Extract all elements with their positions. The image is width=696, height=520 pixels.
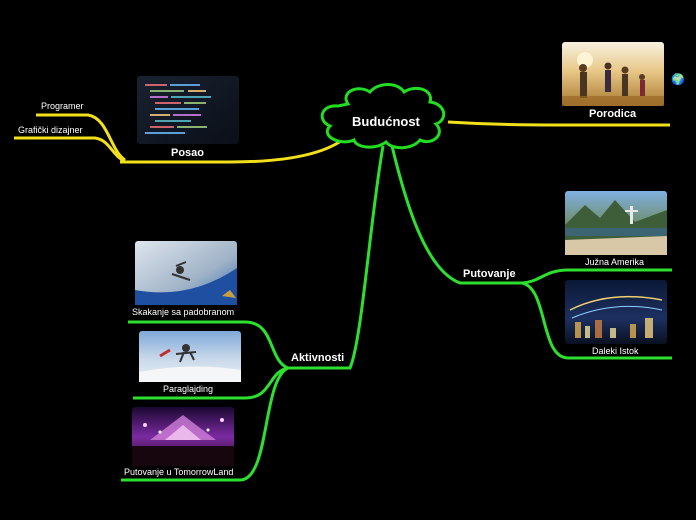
porodica-image: [562, 42, 664, 106]
leaf-label-graficki-dizajner[interactable]: Grafički dizajner: [18, 125, 83, 135]
branch-label-putovanje[interactable]: Putovanje: [463, 268, 516, 280]
central-node-cloud[interactable]: [320, 83, 446, 150]
leaf-label-daleki-istok[interactable]: Daleki Istok: [592, 346, 639, 356]
skakanje-image: [135, 241, 237, 305]
central-node-label[interactable]: Budućnost: [352, 114, 420, 129]
branch-label-aktivnosti[interactable]: Aktivnosti: [291, 352, 345, 364]
paraglajding-image: [139, 331, 241, 382]
leaf-label-juzna-amerika[interactable]: Južna Amerika: [585, 257, 645, 267]
branch-line-tomorrowland: [121, 366, 289, 482]
branch-label-posao[interactable]: Posao: [171, 147, 205, 159]
leaf-label-skakanje[interactable]: Skakanje sa padobranom: [132, 307, 235, 317]
branch-line-putovanje: [390, 145, 525, 285]
tomorrowland-image: [132, 407, 234, 466]
branch-line-daleki-istok: [521, 281, 672, 360]
branch-line-porodica: [447, 120, 670, 127]
branch-line-programer: [36, 113, 126, 162]
posao-image: [137, 76, 239, 144]
branch-line-juzna-amerika: [521, 268, 672, 285]
branch-line-skakanje: [128, 320, 289, 370]
leaf-label-paraglajding[interactable]: Paraglajding: [163, 384, 214, 394]
branch-line-paraglajding: [133, 366, 289, 400]
branch-label-porodica[interactable]: Porodica: [589, 108, 637, 120]
leaf-label-programer[interactable]: Programer: [41, 101, 84, 111]
juzna-amerika-image: [565, 191, 667, 255]
branch-line-graficki: [14, 136, 126, 163]
leaf-label-tomorrowland[interactable]: Putovanje u TomorrowLand: [124, 467, 234, 477]
daleki-istok-image: [565, 280, 667, 344]
globe-icon[interactable]: 🌍: [671, 74, 685, 86]
branch-line-aktivnosti: [285, 145, 385, 370]
